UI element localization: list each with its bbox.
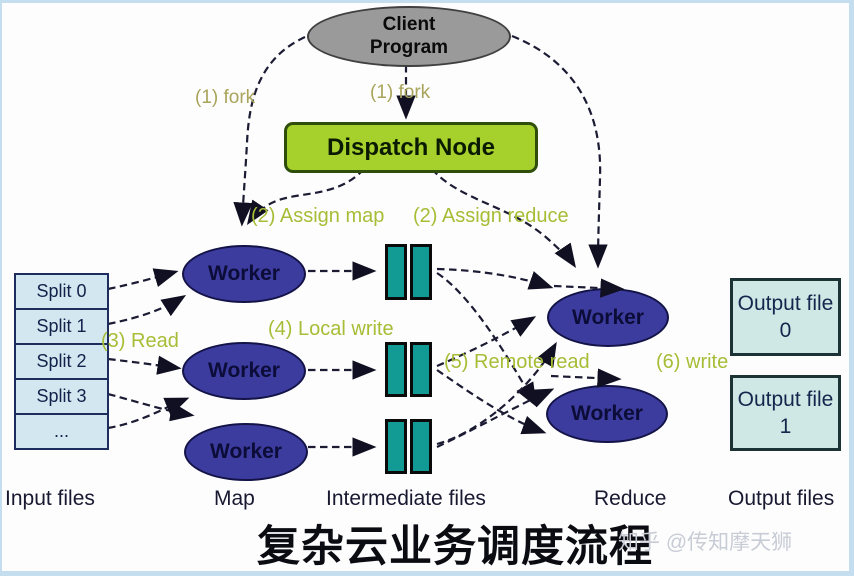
caption-intermediate-files: Intermediate files (326, 487, 486, 510)
arrow-write-r1-output0 (553, 278, 625, 298)
arrow-read-split1 (107, 295, 187, 326)
intermediate-segment (385, 342, 407, 397)
dispatch-node: Dispatch Node (284, 122, 538, 173)
arrow-write-r2-output1 (550, 368, 622, 388)
worker-label: Worker (208, 359, 280, 382)
caption-input-files: Input files (5, 487, 95, 510)
worker-label: Worker (571, 402, 643, 425)
edge-label-assign-map: (2) Assign map (251, 205, 385, 227)
edge-label-fork-left: (1) fork (195, 87, 256, 108)
caption-output-files: Output files (728, 487, 835, 510)
map-worker-3: Worker (184, 423, 308, 481)
arrow-remote-read-p1-r1 (436, 267, 554, 290)
edge-label-assign-reduce: (2) Assign reduce (413, 205, 569, 227)
arrow-remote-read-p2-r1 (436, 316, 537, 368)
intermediate-segment (385, 419, 407, 474)
map-worker-2: Worker (182, 342, 306, 400)
arrow-read-split0 (107, 268, 179, 291)
client-program-node: Client Program (307, 6, 511, 67)
arrow-overlay-layer (550, 278, 625, 388)
arrow-assign-reduce (431, 168, 577, 269)
output-file-1-label: Output file 1 (737, 387, 834, 438)
input-split-2: Split 2 (16, 345, 107, 380)
arrow-read-split2 (107, 355, 182, 375)
output-file-1: Output file 1 (730, 375, 841, 451)
worker-label: Worker (572, 305, 644, 329)
intermediate-pair-1 (385, 244, 432, 300)
intermediate-segment (410, 244, 432, 300)
intermediate-pair-3 (385, 419, 432, 474)
edge-label-local-write: (4) Local write (268, 318, 394, 340)
client-program-label: Client Program (369, 13, 449, 58)
intermediate-pair-2 (385, 342, 432, 397)
dispatch-node-label: Dispatch Node (326, 133, 496, 161)
output-file-0-label: Output file 0 (737, 291, 834, 342)
intermediate-segment (410, 419, 432, 474)
watermark: 知乎 @传知摩天狮 (618, 531, 793, 554)
arrow-read-split-more (107, 397, 190, 430)
worker-label: Worker (210, 440, 282, 463)
arrow-fork-client-to-reduce-worker (511, 34, 608, 269)
intermediate-segment (410, 342, 432, 397)
arrow-remote-read-p2-r2 (436, 369, 547, 435)
arrow-assign-map (246, 168, 365, 226)
input-split-1: Split 1 (16, 310, 107, 345)
worker-label: Worker (208, 262, 280, 285)
caption-reduce: Reduce (594, 487, 667, 510)
edge-label-write: (6) write (656, 351, 729, 373)
output-file-0: Output file 0 (730, 278, 841, 356)
arrow-remote-read-p3-r2 (436, 388, 555, 448)
map-worker-1: Worker (182, 245, 306, 303)
diagram-title: 复杂云业务调度流程 (257, 523, 653, 571)
input-split-3: Split 3 (16, 380, 107, 415)
intermediate-segment (385, 244, 407, 300)
edge-label-read: (3) Read (101, 330, 179, 352)
input-files-stack: Split 0 Split 1 Split 2 Split 3 ... (14, 273, 109, 450)
input-split-0: Split 0 (16, 275, 107, 310)
arrow-remote-read-p1-r2 (436, 272, 537, 408)
reduce-worker-2: Worker (546, 385, 668, 443)
arrow-layer (107, 34, 608, 457)
input-split-more: ... (53, 421, 69, 441)
caption-map: Map (214, 487, 255, 510)
arrow-fork-client-to-map-worker (233, 36, 306, 227)
